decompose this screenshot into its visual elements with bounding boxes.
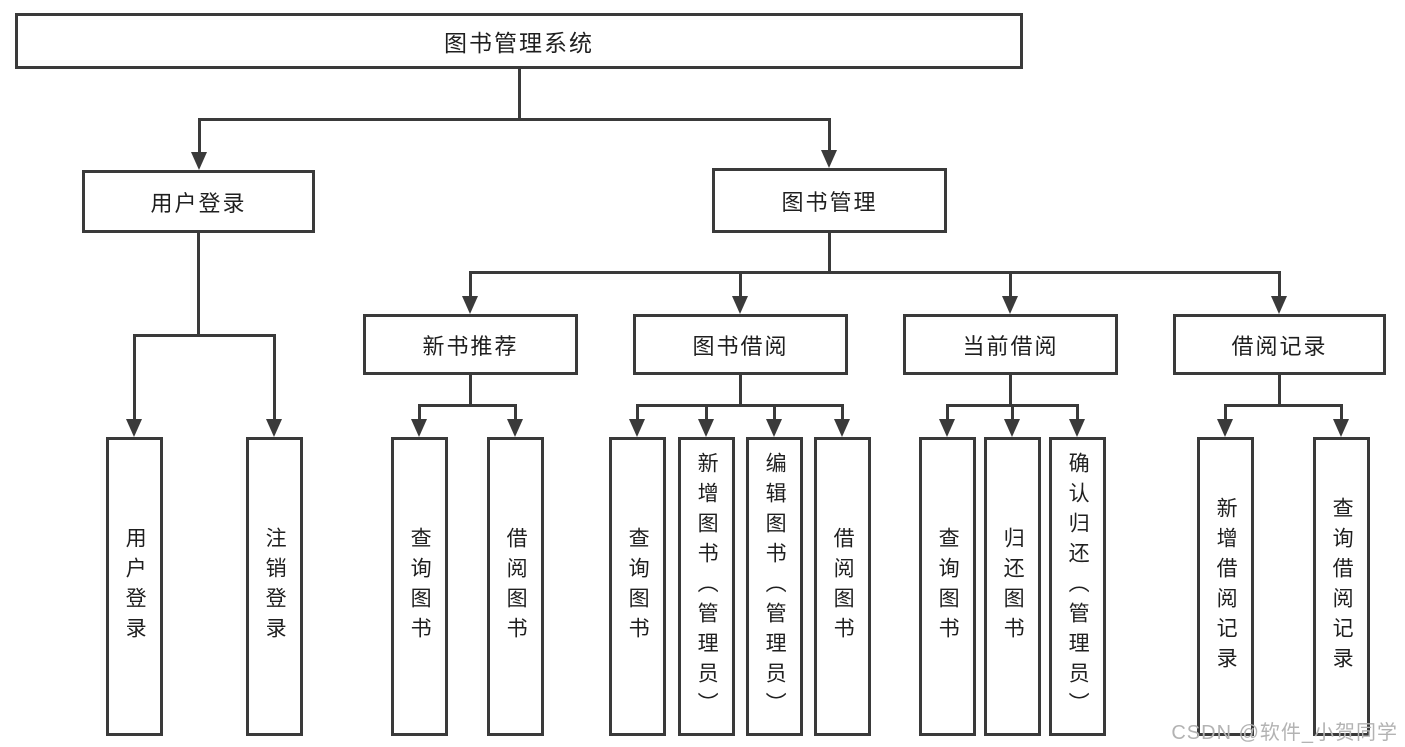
arrowhead [507, 419, 523, 437]
connector-line [133, 334, 276, 337]
connector-line [739, 375, 742, 407]
connector-line [1278, 271, 1281, 298]
connector-line [469, 271, 1281, 274]
connector-line [1076, 404, 1079, 421]
node-leaf-query-borrow-record: 查询借阅记录 [1313, 437, 1370, 736]
node-user-login: 用户登录 [82, 170, 315, 233]
arrowhead [698, 419, 714, 437]
node-leaf-borrow-books-recommend: 借阅图书 [487, 437, 544, 736]
connector-line [198, 118, 201, 156]
connector-line [518, 69, 521, 121]
connector-line [514, 404, 517, 421]
arrowhead [1271, 296, 1287, 314]
node-label: 确认归还（管理员） [1066, 451, 1090, 722]
node-label: 图书管理 [781, 189, 878, 215]
connector-line [1009, 271, 1012, 298]
arrowhead [821, 150, 837, 168]
connector-line [636, 404, 844, 407]
node-leaf-confirm-return-admin: 确认归还（管理员） [1049, 437, 1106, 736]
node-label: 用户登录 [123, 526, 147, 647]
connector-line [133, 334, 136, 421]
arrowhead [126, 419, 142, 437]
node-label: 编辑图书（管理员） [763, 451, 787, 722]
node-borrowing-records: 借阅记录 [1173, 314, 1386, 375]
connector-line [418, 404, 517, 407]
node-leaf-borrow-books: 借阅图书 [814, 437, 871, 736]
arrowhead [939, 419, 955, 437]
connector-line [946, 404, 949, 421]
connector-line [828, 233, 831, 274]
connector-line [273, 334, 276, 421]
connector-line [1224, 404, 1342, 407]
connector-line [469, 271, 472, 298]
connector-line [1278, 375, 1281, 407]
node-label: 用户登录 [150, 190, 247, 216]
node-label: 借阅图书 [504, 526, 528, 647]
arrowhead [462, 296, 478, 314]
node-leaf-logout: 注销登录 [246, 437, 303, 736]
node-leaf-query-books-current: 查询图书 [919, 437, 976, 736]
node-label: 查询图书 [408, 526, 432, 647]
connector-line [469, 375, 472, 407]
node-label: 新增借阅记录 [1214, 496, 1238, 677]
node-label: 图书借阅 [692, 333, 789, 359]
connector-line [197, 233, 200, 337]
connector-line [1011, 404, 1014, 421]
connector-line [739, 271, 742, 298]
node-leaf-query-books-recommend: 查询图书 [391, 437, 448, 736]
connector-line [1340, 404, 1343, 421]
node-label: 注销登录 [263, 526, 287, 647]
node-label: 当前借阅 [962, 333, 1059, 359]
node-book-borrowing: 图书借阅 [633, 314, 848, 375]
connector-line [1009, 375, 1012, 407]
node-label: 借阅图书 [831, 526, 855, 647]
node-leaf-add-books-admin: 新增图书（管理员） [678, 437, 735, 736]
node-label: 归还图书 [1001, 526, 1025, 647]
node-book-management: 图书管理 [712, 168, 947, 233]
node-label: 图书管理系统 [444, 30, 594, 56]
connector-line [636, 404, 639, 421]
arrowhead [266, 419, 282, 437]
arrowhead [732, 296, 748, 314]
node-label: 新书推荐 [422, 333, 519, 359]
node-label: 借阅记录 [1231, 333, 1328, 359]
node-leaf-edit-books-admin: 编辑图书（管理员） [746, 437, 803, 736]
node-label: 新增图书（管理员） [695, 451, 719, 722]
node-new-book-recommend: 新书推荐 [363, 314, 578, 375]
connector-line [1224, 404, 1227, 421]
connector-line [198, 118, 831, 121]
node-label: 查询图书 [626, 526, 650, 647]
node-label: 查询图书 [936, 526, 960, 647]
connector-line [773, 404, 776, 421]
node-current-borrowing: 当前借阅 [903, 314, 1118, 375]
node-leaf-query-books-borrowing: 查询图书 [609, 437, 666, 736]
arrowhead [1004, 419, 1020, 437]
arrowhead [1002, 296, 1018, 314]
node-leaf-return-books: 归还图书 [984, 437, 1041, 736]
connector-line [418, 404, 421, 421]
arrowhead [1069, 419, 1085, 437]
node-label: 查询借阅记录 [1330, 496, 1354, 677]
node-leaf-add-borrow-record: 新增借阅记录 [1197, 437, 1254, 736]
node-leaf-user-login: 用户登录 [106, 437, 163, 736]
csdn-watermark: CSDN @软件_小贺同学 [1171, 722, 1398, 744]
node-library-management-system: 图书管理系统 [15, 13, 1023, 69]
connector-line [828, 118, 831, 154]
arrowhead [191, 152, 207, 170]
connector-line [841, 404, 844, 421]
arrowhead [411, 419, 427, 437]
connector-line [705, 404, 708, 421]
arrowhead [1333, 419, 1349, 437]
arrowhead [1217, 419, 1233, 437]
arrowhead [834, 419, 850, 437]
arrowhead [766, 419, 782, 437]
arrowhead [629, 419, 645, 437]
